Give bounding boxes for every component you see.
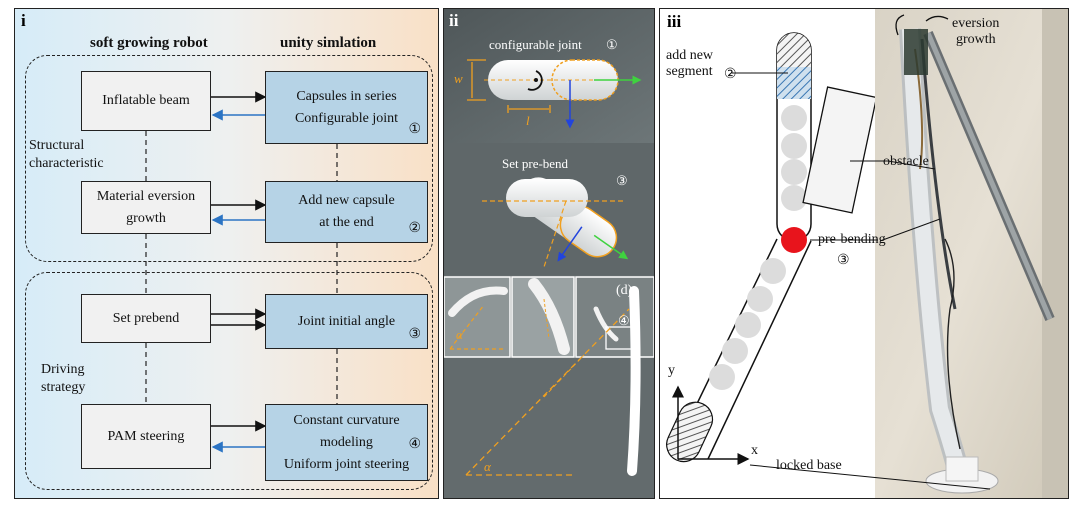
box-text: Set prebend xyxy=(112,310,180,326)
label-structural: Structural xyxy=(29,138,85,153)
label-obstacle: obstacle xyxy=(883,154,929,169)
box-pam-steering: PAM steering xyxy=(81,404,211,469)
panel-label-iii: iii xyxy=(667,12,682,31)
circled-number: ④ xyxy=(618,313,630,328)
box-text: Inflatable beam xyxy=(102,93,190,108)
box-text: Uniform joint steering xyxy=(283,456,410,472)
label-alpha-top: α xyxy=(456,327,463,342)
box-inflatable-beam: Inflatable beam xyxy=(81,71,211,131)
label-driving: Driving xyxy=(41,362,85,377)
box-joint-initial-angle: Joint initial angle ③ xyxy=(265,294,428,349)
box-capsules-in-series: Capsules in series Configurable joint ① xyxy=(265,71,428,144)
flow-connectors xyxy=(145,91,338,453)
box-add-new-capsule: Add new capsule at the end ② xyxy=(265,181,428,243)
circled-number: ② xyxy=(724,67,737,82)
group-driving xyxy=(25,272,433,490)
circled-number: ③ xyxy=(616,173,628,188)
label-pre-bending: pre-bending xyxy=(818,232,886,247)
label-characteristic: characteristic xyxy=(29,156,104,171)
box-text: Joint initial angle xyxy=(297,313,396,329)
box-text: modeling xyxy=(320,434,373,450)
box-set-prebend: Set prebend xyxy=(81,294,211,343)
box-text: Material eversion xyxy=(96,188,196,204)
circled-number: ③ xyxy=(408,327,421,342)
box-text: Add new capsule xyxy=(298,193,395,208)
circled-number: ② xyxy=(408,221,421,236)
label-segment: segment xyxy=(666,64,713,79)
label-d: (d) xyxy=(616,283,633,298)
label-l: l xyxy=(526,113,530,128)
axis-y-label: y xyxy=(668,363,675,378)
box-text: Capsules in series xyxy=(296,88,397,104)
circled-number: ③ xyxy=(837,253,850,268)
label-growth: growth xyxy=(956,32,996,47)
box-material-eversion: Material eversion growth xyxy=(81,181,211,234)
group-structural xyxy=(25,55,433,262)
panel-label-i: i xyxy=(21,11,26,30)
axis-x-label: x xyxy=(751,443,758,458)
circled-number: ① xyxy=(408,122,421,137)
panel-iii-simulation-vs-robot: iii add new segment ② obstacle pre-bendi… xyxy=(659,8,1069,499)
label-strategy: strategy xyxy=(41,380,86,395)
label-configurable-joint: configurable joint xyxy=(489,37,582,52)
box-text: at the end xyxy=(319,215,374,230)
panel-label-ii: ii xyxy=(449,11,459,30)
label-set-pre-bend: Set pre-bend xyxy=(502,156,569,171)
box-constant-curvature: Constant curvature modeling Uniform join… xyxy=(265,404,428,481)
panel-ii-unity-renders: ii configurable joint ① w l Set pre-bend… xyxy=(443,8,655,499)
label-eversion: eversion xyxy=(952,16,1000,31)
header-unity-simulation: unity simlation xyxy=(280,35,377,51)
box-text: growth xyxy=(126,210,166,226)
panel-i-flowchart: i soft growing robot unity simlation xyxy=(14,8,439,499)
box-text: Constant curvature xyxy=(293,412,400,428)
label-locked-base: locked base xyxy=(776,458,842,473)
box-text: Configurable joint xyxy=(294,110,399,126)
unity-render-illustration xyxy=(444,9,654,498)
header-soft-growing-robot: soft growing robot xyxy=(90,35,208,51)
label-w: w xyxy=(454,71,463,86)
label-alpha-bottom: α xyxy=(484,459,491,474)
box-text: PAM steering xyxy=(107,428,185,444)
circled-number: ④ xyxy=(408,437,421,452)
label-add-new: add new xyxy=(666,48,714,63)
circled-number: ① xyxy=(606,37,618,52)
simulation-illustration xyxy=(666,9,1068,498)
